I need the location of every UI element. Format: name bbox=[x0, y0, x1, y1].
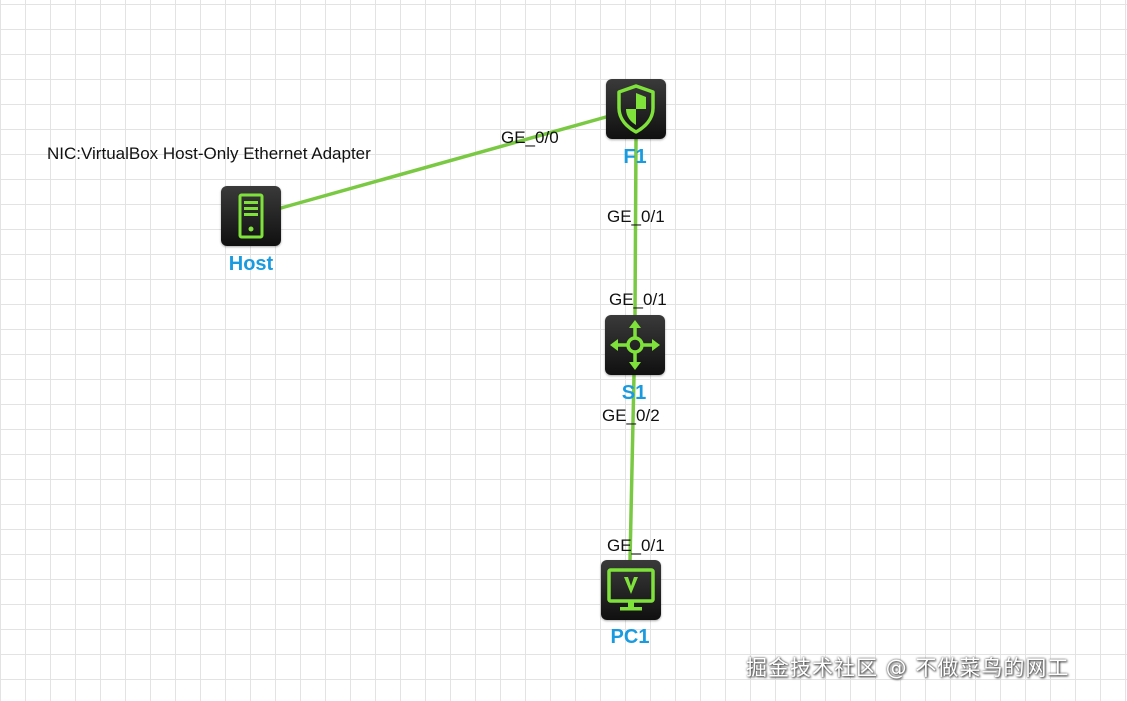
link-s1-pc1[interactable] bbox=[628, 373, 636, 563]
host-label: Host bbox=[228, 253, 274, 275]
f1-device[interactable] bbox=[606, 79, 666, 139]
pc-monitor-icon bbox=[607, 568, 655, 611]
f1-label: F1 bbox=[623, 146, 647, 168]
host-nic-note: NIC:VirtualBox Host-Only Ethernet Adapte… bbox=[47, 144, 371, 163]
link-f1-s1[interactable] bbox=[633, 137, 638, 318]
s1-label: S1 bbox=[621, 382, 647, 404]
pc1-device[interactable] bbox=[601, 560, 661, 620]
firewall-shield-icon bbox=[617, 84, 655, 134]
port-label-s1-ge01: GE_0/1 bbox=[609, 290, 667, 309]
server-icon bbox=[238, 193, 264, 239]
watermark: 掘金技术社区 @ 不做菜鸟的网工 bbox=[746, 656, 1070, 680]
host-device[interactable] bbox=[221, 186, 281, 246]
s1-device[interactable] bbox=[605, 315, 665, 375]
pc1-label: PC1 bbox=[610, 626, 650, 648]
port-label-pc1-ge01: GE_0/1 bbox=[607, 536, 665, 555]
port-label-s1-ge02: GE_0/2 bbox=[602, 406, 660, 425]
port-label-f1-ge01: GE_0/1 bbox=[607, 207, 665, 226]
link-host-f1[interactable] bbox=[279, 115, 608, 210]
switch-arrows-icon bbox=[610, 320, 660, 370]
port-label-f1-ge00: GE_0/0 bbox=[501, 128, 559, 147]
